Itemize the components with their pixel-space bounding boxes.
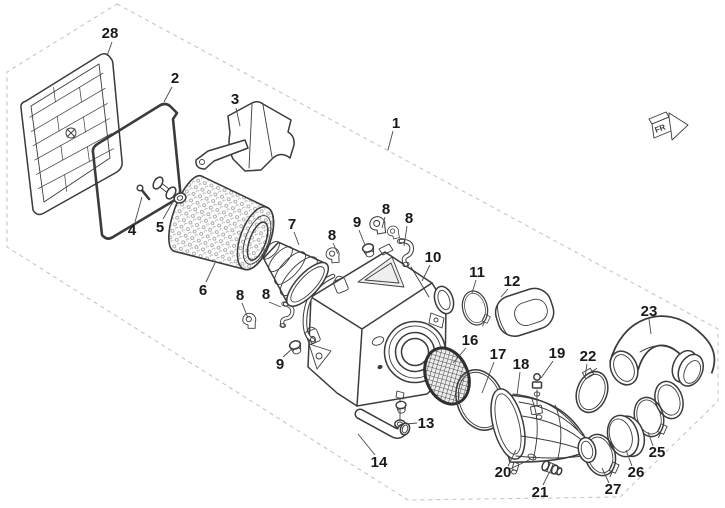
part-26-coupler-sleeve [606, 414, 646, 458]
part-5-spacer-washer [152, 176, 187, 204]
callout-part-17: 17 [490, 346, 507, 363]
leader-line-part-1 [387, 130, 394, 151]
part-12-intake-duct [494, 287, 555, 337]
leader-line-part-2 [163, 86, 173, 103]
leader-line-part-10 [421, 264, 431, 282]
leader-line-part-16 [452, 347, 467, 364]
leader-line-part-8 [403, 225, 408, 247]
part-14-drain-tube [354, 408, 411, 439]
part-3-mounting-bracket [195, 100, 295, 172]
leader-line-part-22 [584, 363, 588, 379]
fr-label: FR [654, 123, 667, 135]
part-19-fitting [531, 373, 543, 420]
part-11-clamp [458, 287, 494, 333]
leader-line-part-25 [647, 431, 654, 447]
part-7-intake-funnel [262, 241, 330, 307]
callout-part-9: 9 [353, 214, 361, 231]
leader-line-part-20 [507, 449, 517, 467]
leader-line-part-5 [162, 199, 175, 220]
leader-line-part-3 [235, 107, 241, 127]
leader-line-part-9 [358, 229, 366, 246]
leader-line-part-9 [282, 347, 294, 358]
callout-part-13: 13 [418, 415, 435, 432]
leader-line-part-27 [601, 467, 610, 484]
leader-line-part-20 [509, 458, 532, 470]
callout-part-10: 10 [425, 249, 442, 266]
callout-part-28: 28 [102, 25, 119, 42]
part-9-grommet [360, 241, 377, 260]
leader-line-part-17 [481, 361, 495, 394]
callout-part-11: 11 [469, 264, 485, 281]
leader-line-part-11 [471, 279, 477, 294]
callout-part-8: 8 [236, 287, 244, 304]
leader-line-part-12 [500, 288, 509, 298]
callout-part-4: 4 [128, 222, 137, 239]
callout-part-26: 26 [628, 464, 645, 481]
part-28-intake-grille [20, 52, 123, 216]
part-18-outlet-boot [490, 388, 597, 475]
callout-part-7: 7 [288, 216, 296, 233]
callout-part-3: 3 [231, 91, 239, 108]
leader-line-part-18 [516, 371, 521, 396]
callout-part-9: 9 [276, 356, 284, 373]
callout-part-5: 5 [156, 219, 164, 236]
leader-line-part-8 [268, 301, 282, 308]
leader-line-part-8 [241, 302, 249, 319]
part-8-clip [385, 224, 402, 242]
part-8-clip [324, 246, 342, 266]
leader-line-part-21 [542, 472, 550, 486]
part-16-mesh-screen [423, 346, 471, 406]
callout-part-18: 18 [513, 356, 530, 373]
leader-line-part-28 [106, 41, 113, 57]
leader-line-part-8 [332, 242, 339, 255]
part-8-clip [241, 311, 258, 331]
callout-part-8: 8 [328, 227, 336, 244]
callout-part-1: 1 [392, 115, 400, 132]
callout-part-25: 25 [649, 444, 666, 461]
fr-direction-icon: FR [648, 111, 689, 141]
callout-part-19: 19 [549, 345, 566, 362]
leader-line-part-6 [205, 262, 216, 283]
leader-line-part-14 [357, 433, 376, 456]
leader-line-part-19 [540, 360, 554, 379]
part-22-clamp [569, 361, 616, 418]
leader-line-part-4 [134, 196, 143, 223]
callout-part-20: 20 [495, 464, 512, 481]
callout-part-22: 22 [580, 348, 597, 365]
leader-line-part-7 [293, 231, 300, 246]
callout-part-2: 2 [171, 70, 179, 87]
part-23-elbow-hose [609, 315, 716, 387]
callout-part-27: 27 [605, 481, 622, 498]
part-4-bolt [136, 184, 151, 201]
callout-part-8: 8 [382, 201, 390, 218]
part-9-grommet [287, 338, 304, 357]
callout-part-23: 23 [641, 303, 658, 320]
callout-part-6: 6 [199, 282, 207, 299]
part-10-air-box [302, 243, 455, 425]
callout-part-8: 8 [262, 286, 270, 303]
part-21-plug [541, 460, 563, 476]
leader-line-part-23 [648, 318, 652, 335]
leader-line-part-8 [381, 216, 386, 229]
leader-line-part-26 [625, 449, 633, 467]
callout-part-8: 8 [405, 210, 413, 227]
callout-part-16: 16 [462, 332, 479, 349]
leader-line-part-13 [405, 422, 418, 425]
callout-part-21: 21 [532, 484, 549, 501]
part-6-foam-filter-element [168, 174, 275, 271]
callout-part-14: 14 [371, 454, 388, 471]
callout-part-12: 12 [504, 273, 521, 290]
